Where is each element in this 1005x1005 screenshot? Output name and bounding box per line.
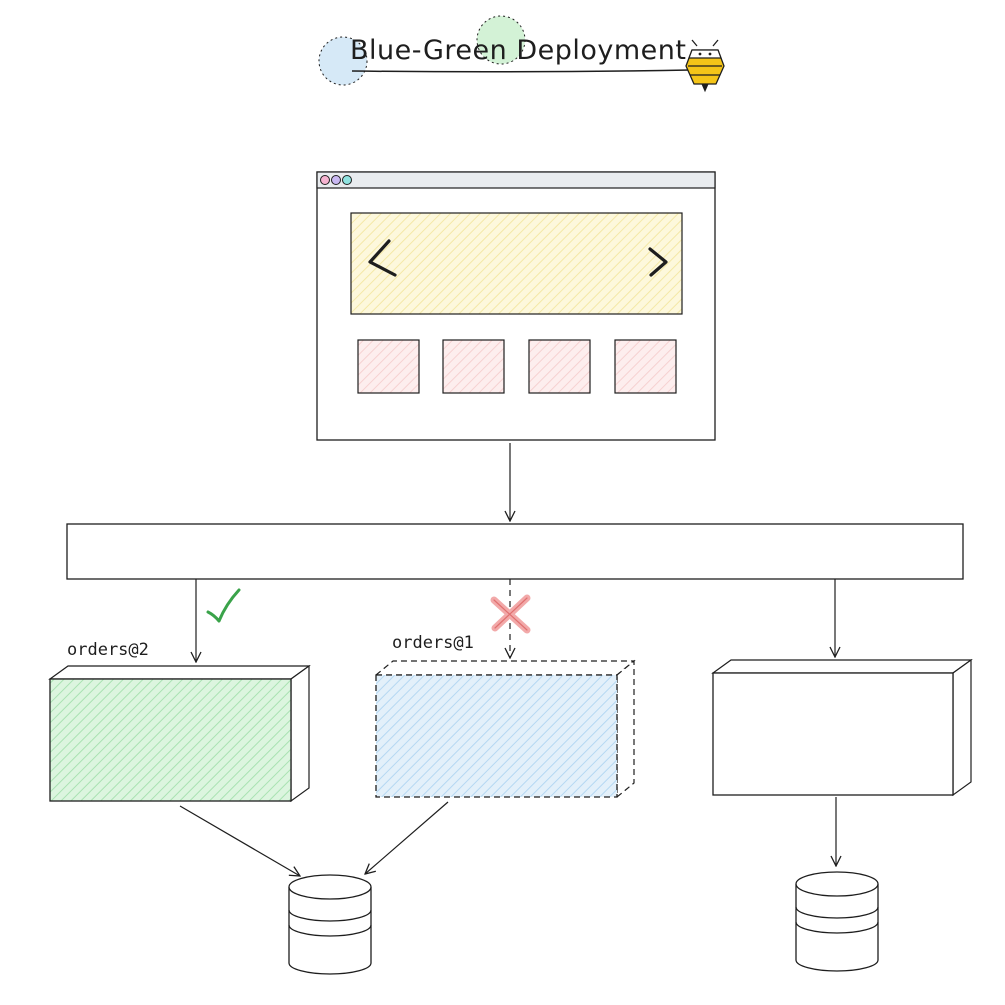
title-group: Blue-Green Deployment (318, 15, 725, 93)
thumbnail-4 (614, 339, 677, 394)
service-blue-side-face (616, 659, 635, 799)
service-green-label: orders@2 (67, 640, 149, 660)
cross-icon (490, 594, 531, 634)
window-maximize-dot (342, 175, 352, 185)
service-other-front-face (712, 672, 954, 796)
bee-icon (685, 39, 725, 93)
browser-titlebar (316, 171, 716, 189)
title-underline (351, 69, 691, 73)
service-other-side-face (952, 658, 972, 797)
thumbnail-2 (442, 339, 505, 394)
window-close-dot (320, 175, 330, 185)
service-blue-top-face (374, 660, 636, 676)
blue-decor-circle (318, 36, 368, 86)
router-bar (66, 523, 964, 580)
service-green-top-face (48, 665, 311, 680)
service-other (711, 658, 973, 797)
thumbnail-1 (357, 339, 420, 394)
service-green-front-face (49, 678, 292, 802)
arrow-green-to-db (179, 805, 300, 876)
database-icon-right (795, 871, 879, 972)
service-green: orders@2 (48, 640, 311, 803)
service-blue-front-face (375, 674, 618, 798)
arrow-blue-to-db (365, 801, 449, 874)
green-decor-circle (476, 15, 526, 65)
check-icon (206, 588, 241, 623)
carousel-banner (350, 212, 683, 315)
diagram-title: Blue-Green Deployment (350, 35, 686, 66)
service-blue: orders@1 (374, 633, 636, 799)
service-other-top-face (711, 659, 973, 674)
database-icon (288, 874, 372, 975)
service-blue-label: orders@1 (392, 633, 474, 653)
carousel-next-icon (648, 247, 668, 277)
carousel-prev-icon (368, 239, 397, 277)
browser-window (316, 171, 716, 441)
service-green-side-face (290, 664, 310, 803)
thumbnail-3 (528, 339, 591, 394)
window-minimize-dot (331, 175, 341, 185)
